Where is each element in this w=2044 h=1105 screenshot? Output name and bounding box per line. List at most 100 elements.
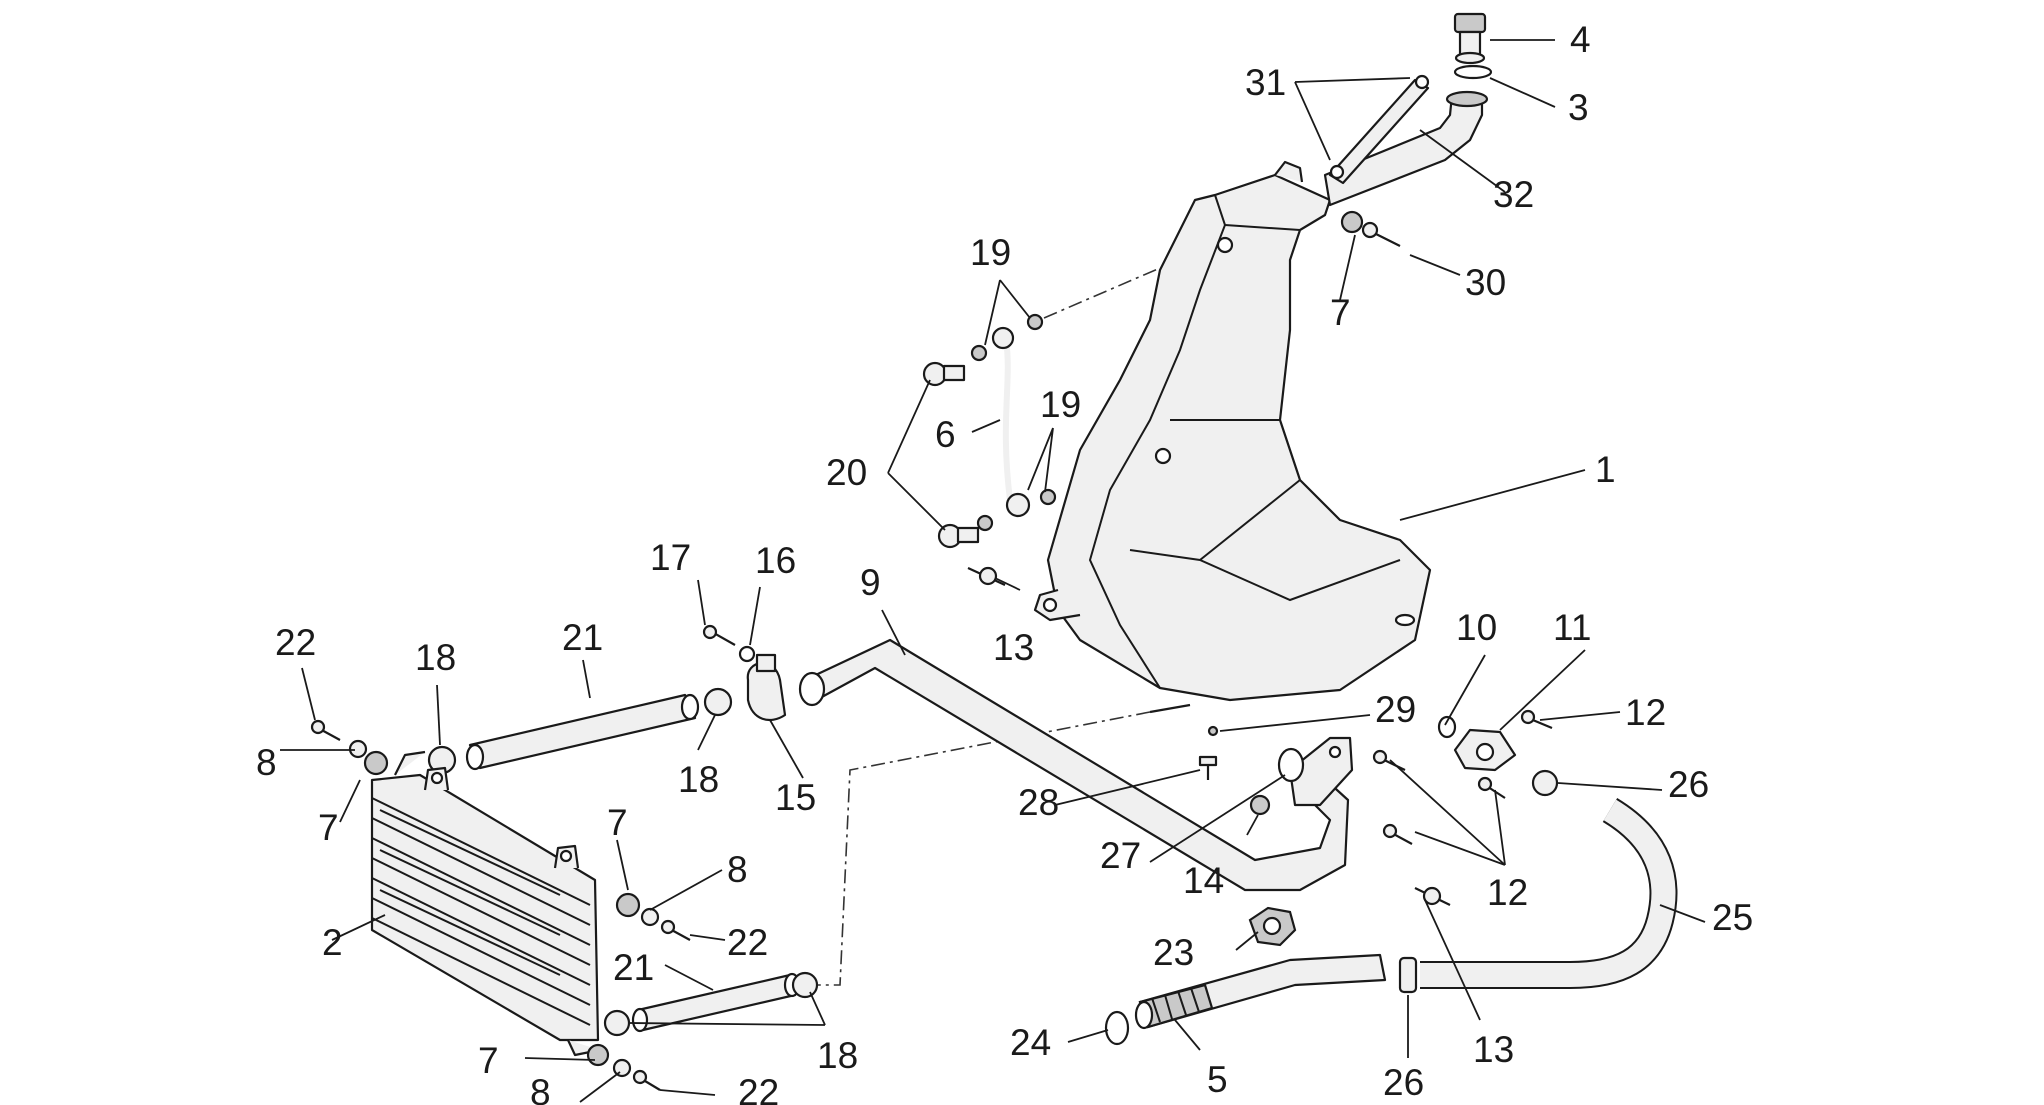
oil-hose-6 — [991, 326, 1031, 518]
flange-plate — [1288, 736, 1354, 807]
screw-12-b — [1372, 749, 1406, 771]
washer-14 — [1249, 794, 1271, 816]
nipple-29-pipe — [1149, 703, 1191, 714]
callout-19-top: 19 — [970, 232, 1011, 273]
washer-19-a — [970, 344, 988, 362]
clamp-18-d — [603, 1009, 631, 1037]
hose-25 — [1420, 797, 1678, 989]
callout-17: 17 — [650, 537, 691, 578]
banjo-bolt-20-top — [922, 361, 966, 387]
centerline-tank-cooler — [800, 711, 1151, 986]
callout-10: 10 — [1456, 607, 1497, 648]
callout-2: 2 — [322, 922, 343, 963]
oil-cooler-2 — [370, 750, 601, 1057]
flange-11 — [1453, 728, 1517, 772]
callout-7-top: 7 — [1330, 292, 1351, 333]
o-ring-10 — [1437, 715, 1457, 739]
callout-7-cooler-left: 7 — [318, 807, 339, 848]
washer-8-cooler-top — [348, 739, 368, 759]
callout-12-upper: 12 — [1625, 692, 1666, 733]
banjo-bolt-20-bottom — [937, 523, 980, 549]
washer-7-top — [1340, 210, 1364, 234]
clamp-26-lower — [1398, 956, 1418, 994]
callout-21-top: 21 — [562, 617, 603, 658]
washer-19-c — [976, 514, 994, 532]
pipe-5 — [1134, 953, 1387, 1030]
oil-tank — [1033, 160, 1432, 702]
callout-22-mid: 22 — [727, 922, 768, 963]
callout-20: 20 — [826, 452, 867, 493]
callout-32: 32 — [1493, 174, 1534, 215]
bolt-30 — [1361, 221, 1401, 247]
washer-19-d — [1039, 488, 1057, 506]
o-ring-3 — [1453, 64, 1493, 80]
callout-12-lower: 12 — [1487, 872, 1528, 913]
hose-21-upper — [465, 693, 700, 771]
washer-7-cooler-mid — [615, 892, 641, 918]
bolt-17 — [702, 624, 736, 646]
callout-25: 25 — [1712, 897, 1753, 938]
filler-neck — [1323, 90, 1489, 207]
washer-7-cooler-top — [363, 750, 389, 776]
callout-19-mid: 19 — [1040, 384, 1081, 425]
callout-22-top: 22 — [275, 622, 316, 663]
callout-5: 5 — [1207, 1059, 1228, 1100]
callout-15: 15 — [775, 777, 816, 818]
callout-8-left: 8 — [256, 742, 277, 783]
callout-7-cooler-mid: 7 — [607, 802, 628, 843]
screw-29 — [1207, 725, 1219, 737]
callout-18-mid: 18 — [678, 759, 719, 800]
clamp-26-upper — [1531, 769, 1559, 797]
nipple-13-lower — [1414, 886, 1451, 906]
washer-16 — [738, 645, 756, 663]
callout-11: 11 — [1553, 607, 1591, 648]
callout-16: 16 — [755, 540, 796, 581]
callout-4: 4 — [1570, 19, 1591, 60]
callout-23: 23 — [1153, 932, 1194, 973]
callouts: 1 2 3 4 5 6 7 7 7 7 8 8 8 9 10 11 12 12 … — [256, 19, 1753, 1105]
washer-8-cooler-bottom — [612, 1058, 632, 1078]
callout-8-mid: 8 — [727, 849, 748, 890]
callout-27: 27 — [1100, 835, 1141, 876]
centerline-tank-banjo — [1043, 267, 1161, 319]
callout-24: 24 — [1010, 1022, 1051, 1063]
filler-cap-4 — [1453, 12, 1487, 65]
bolt-22-cooler-bottom — [632, 1069, 661, 1091]
nipple-13-upper — [967, 566, 1006, 586]
o-ring-24 — [1104, 1010, 1130, 1046]
callout-18-bottom: 18 — [817, 1035, 858, 1076]
clamp-18-a — [703, 687, 733, 717]
callout-13-lower: 13 — [1473, 1029, 1514, 1070]
callout-14: 14 — [1183, 860, 1224, 901]
callout-1: 1 — [1595, 449, 1616, 490]
callout-7-cooler-bottom: 7 — [478, 1040, 499, 1081]
washer-7-cooler-bottom — [586, 1043, 610, 1067]
clamp-18-c — [791, 971, 819, 999]
o-ring-27 — [1277, 747, 1305, 783]
callout-22-bottom: 22 — [738, 1072, 779, 1105]
nut-23 — [1248, 906, 1297, 947]
breather-pipe-32 — [1328, 74, 1430, 185]
screw-12-c — [1477, 776, 1506, 799]
washer-8-cooler-mid — [640, 907, 660, 927]
bolt-22-cooler-top — [310, 719, 341, 741]
callout-8-bottom: 8 — [530, 1072, 551, 1105]
bolt-22-cooler-mid — [660, 919, 691, 941]
callout-6: 6 — [935, 414, 956, 455]
screw-28 — [1198, 755, 1218, 780]
leader-lines — [280, 39, 1706, 1103]
callout-30: 30 — [1465, 262, 1506, 303]
callout-13-upper: 13 — [993, 627, 1034, 668]
callout-26-upper: 26 — [1668, 764, 1709, 805]
callout-18-top: 18 — [415, 637, 456, 678]
washer-19-b — [1026, 313, 1044, 331]
callout-28: 28 — [1018, 782, 1059, 823]
callout-21-bottom: 21 — [613, 947, 654, 988]
callout-9: 9 — [860, 562, 881, 603]
screw-12-d — [1382, 823, 1413, 845]
callout-26-lower: 26 — [1383, 1062, 1424, 1103]
clamp-15 — [746, 653, 787, 722]
screw-12-a — [1520, 709, 1553, 730]
callout-31: 31 — [1245, 62, 1286, 103]
